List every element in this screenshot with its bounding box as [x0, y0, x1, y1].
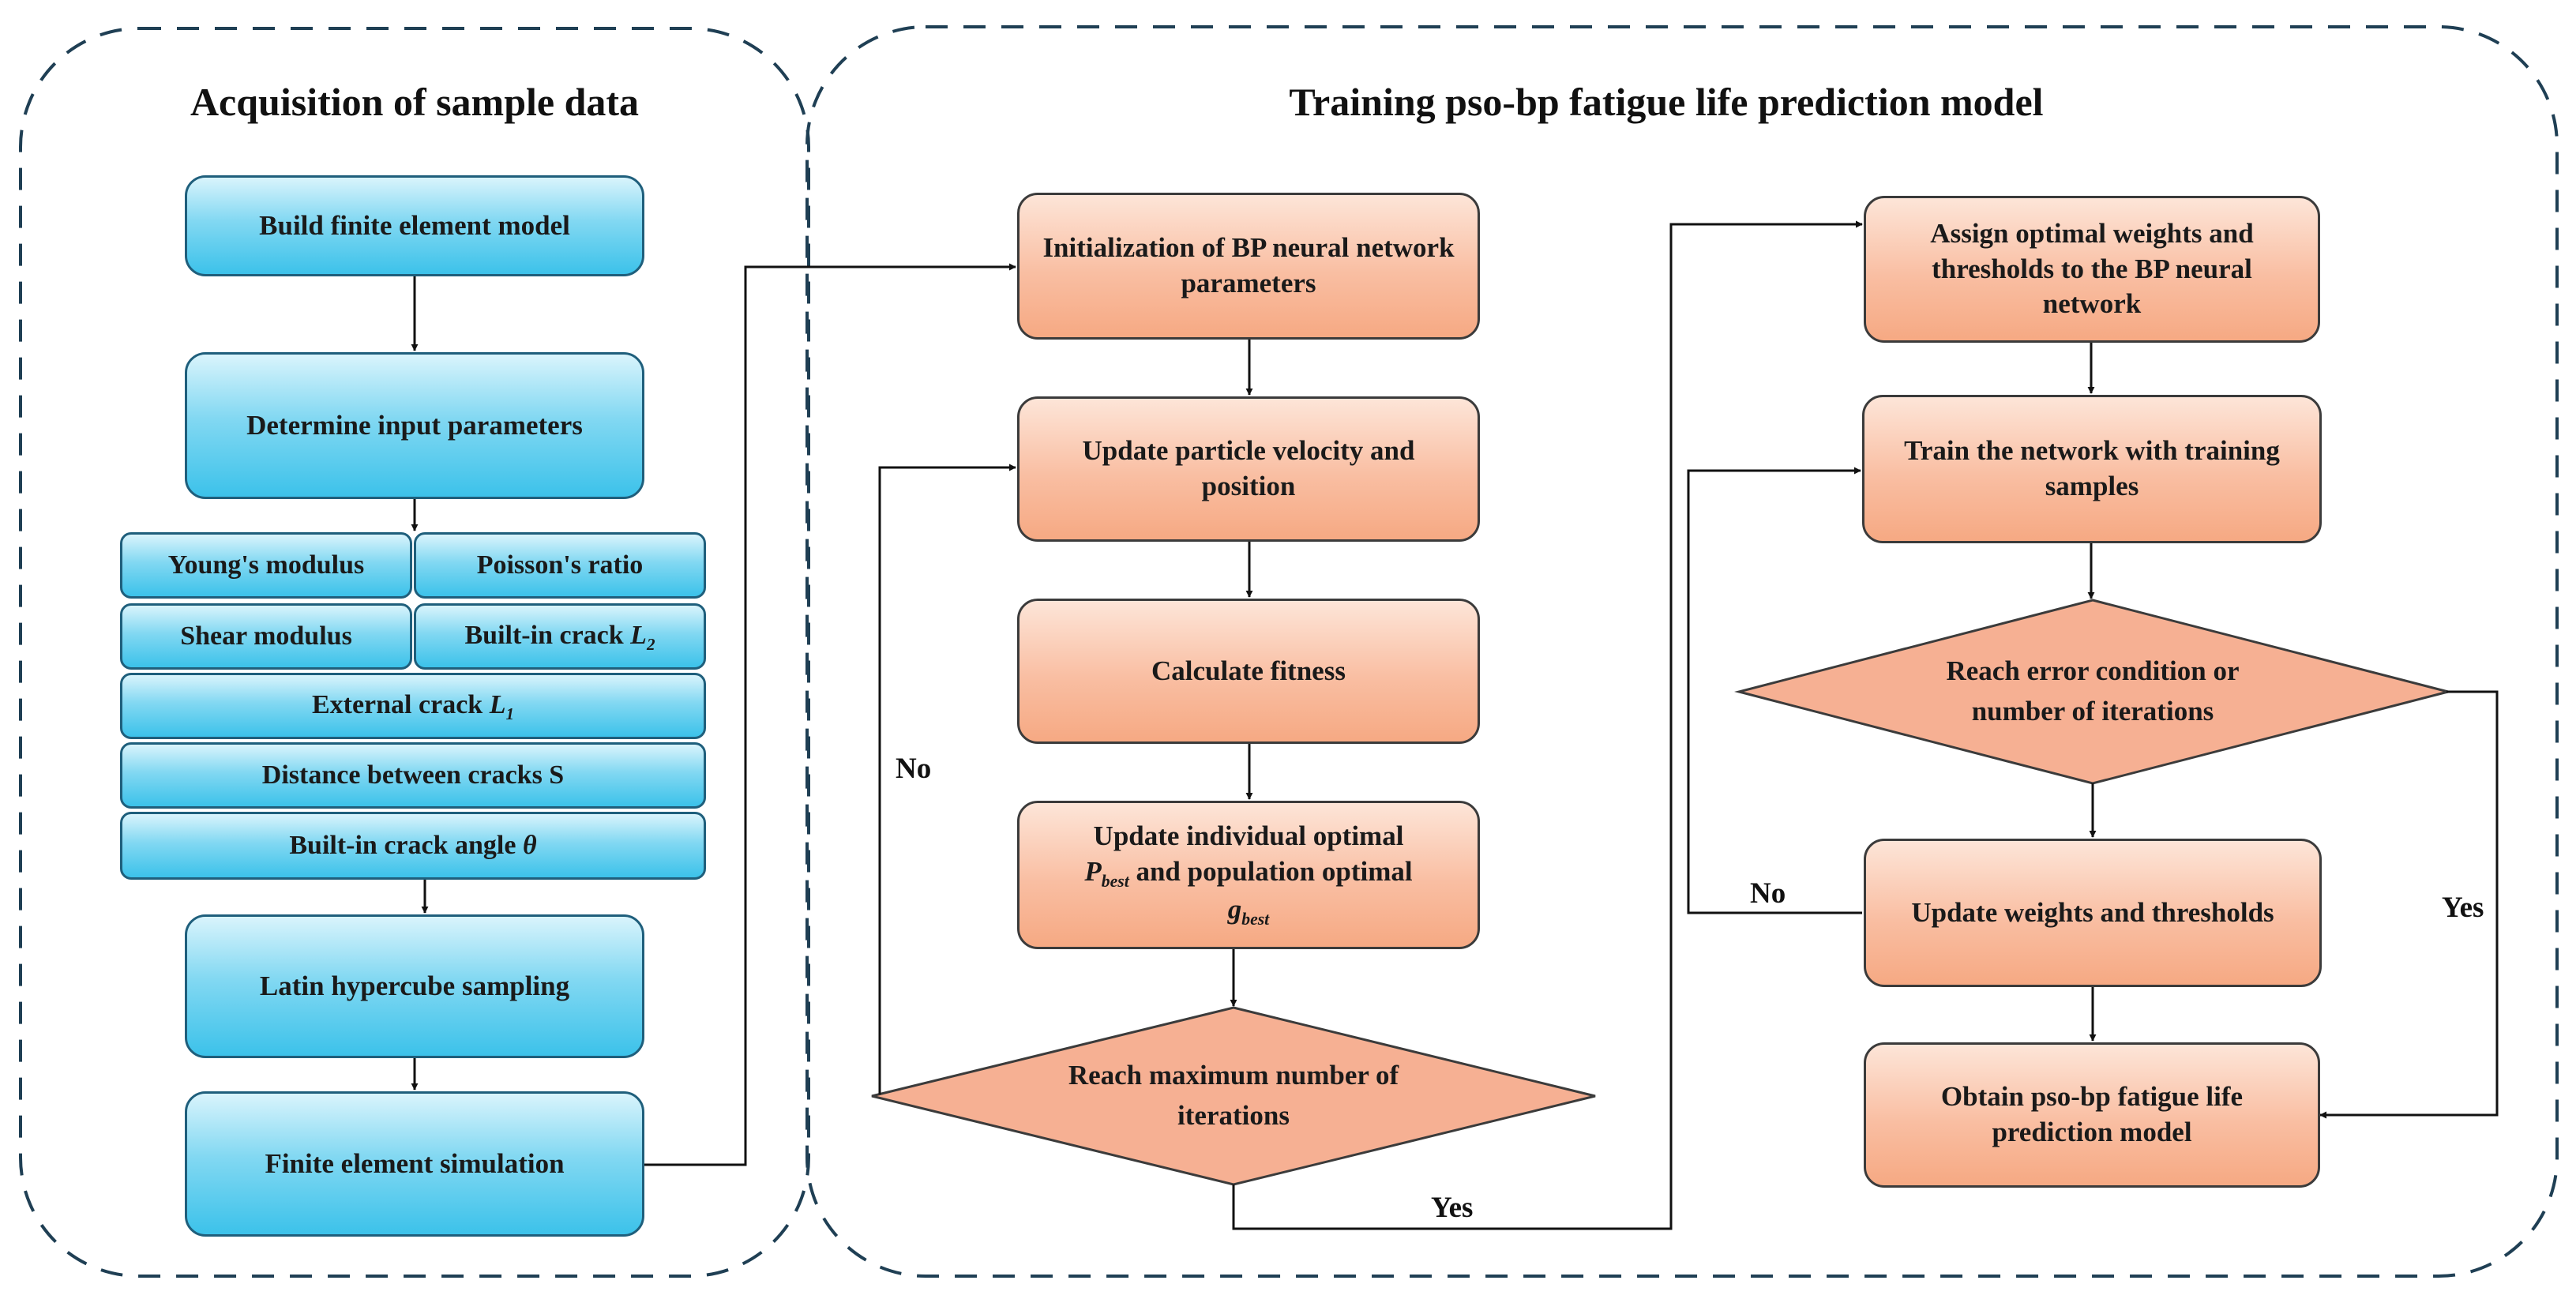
yes-label-bp: Yes [2442, 892, 2484, 924]
builtin-crack-angle-box: Built-in crack angle θ [120, 812, 706, 880]
arrow-yes-to-assign [1232, 220, 1863, 1230]
fe-simulation-box: Finite element simulation [185, 1091, 644, 1237]
left-panel-title: Acquisition of sample data [190, 80, 640, 124]
left-panel-border [19, 27, 810, 1278]
arrow-yes-to-obtain [2319, 690, 2499, 1119]
max-iterations-label: Reach maximum number of iterations [1068, 1060, 1399, 1131]
shear-modulus-box: Shear modulus [120, 603, 412, 670]
train-network-box: Train the network with training samples [1862, 395, 2322, 543]
builtin-crack-length-box: Built-in crack L2 [414, 603, 706, 670]
external-crack-length-box: External crack L1 [120, 673, 706, 739]
arrow-no-loop-left [878, 464, 1016, 1094]
update-weights-box: Update weights and thresholds [1864, 839, 2322, 987]
error-condition-label: Reach error condition or number of itera… [1946, 655, 2240, 726]
latin-hypercube-box: Latin hypercube sampling [185, 914, 644, 1058]
calculate-fitness-box: Calculate fitness [1017, 599, 1480, 744]
youngs-modulus-box: Young's modulus [120, 532, 412, 599]
assign-weights-box: Assign optimal weights and thresholds to… [1864, 196, 2320, 343]
determine-input-params-box: Determine input parameters [185, 352, 644, 499]
init-bp-params-box: Initialization of BP neural network para… [1017, 193, 1480, 340]
no-label-bp: No [1750, 877, 1786, 910]
no-label-pso: No [896, 753, 932, 785]
build-fe-model-box: Build finite element model [185, 175, 644, 276]
yes-label-pso: Yes [1431, 1192, 1474, 1224]
distance-between-cracks-box: Distance between cracks S [120, 742, 706, 809]
right-panel-border [805, 25, 2559, 1278]
arrow-no-loop-right [1687, 467, 1862, 914]
update-particle-box: Update particle velocity and position [1017, 396, 1480, 542]
arrow-fesim-to-init [643, 263, 1016, 1166]
obtain-model-box: Obtain pso-bp fatigue life prediction mo… [1864, 1042, 2320, 1188]
poissons-ratio-box: Poisson's ratio [414, 532, 706, 599]
right-panel-title: Training pso-bp fatigue life prediction … [1289, 80, 2044, 124]
